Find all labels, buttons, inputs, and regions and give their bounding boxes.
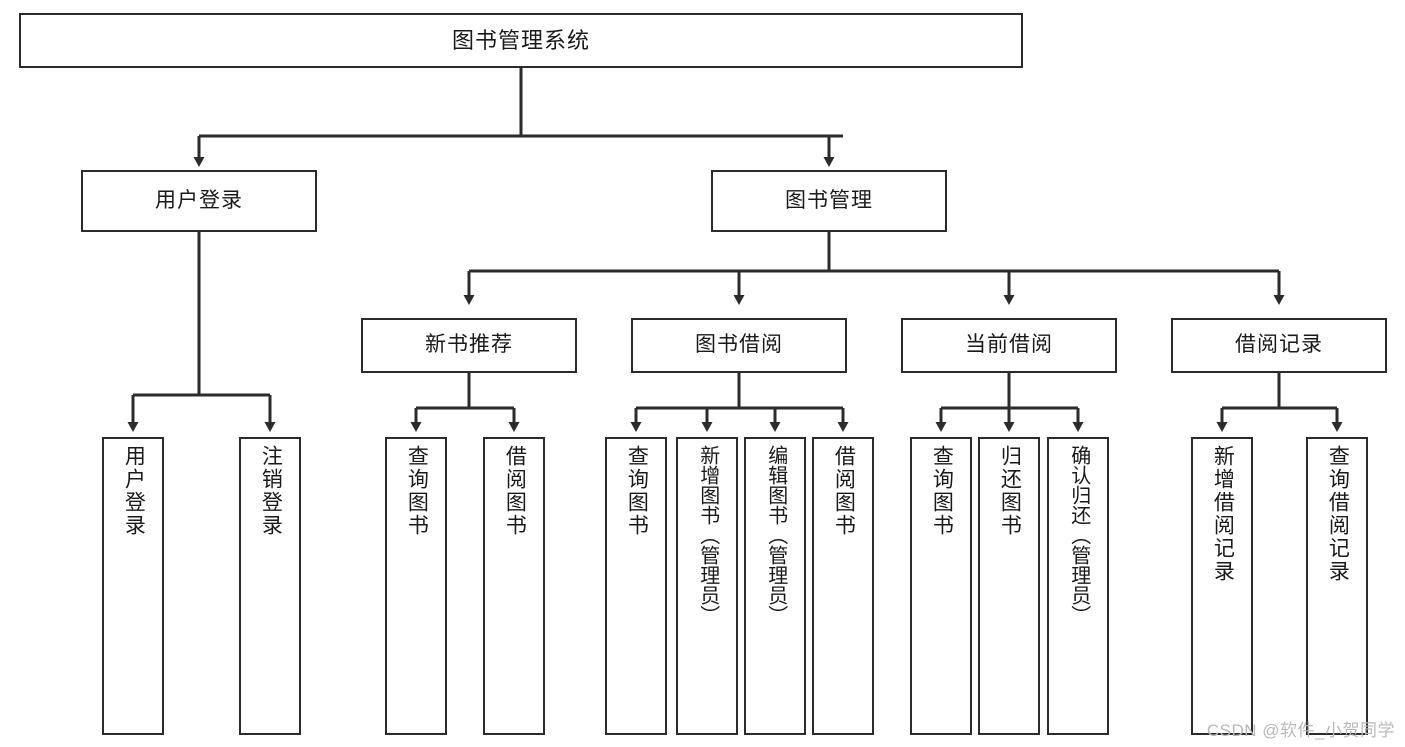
node-label: 新增图书（管理员） [696, 445, 719, 625]
node-new-book-recommendation[interactable]: 新书推荐 [361, 318, 577, 373]
node-borrow-record[interactable]: 借阅记录 [1171, 318, 1387, 373]
node-label: 查询借阅记录 [1326, 445, 1350, 583]
leaf-book-borrow-edit-book-admin[interactable]: 编辑图书（管理员） [744, 437, 806, 735]
node-root-book-management-system[interactable]: 图书管理系统 [19, 13, 1023, 68]
node-label: 归还图书 [998, 445, 1022, 537]
node-label: 图书管理 [785, 188, 873, 212]
node-current-borrow[interactable]: 当前借阅 [901, 318, 1117, 373]
node-label: 新书推荐 [425, 333, 513, 357]
leaf-new-book-query-books[interactable]: 查询图书 [385, 437, 447, 735]
node-user-login[interactable]: 用户登录 [81, 170, 317, 232]
node-label: 图书借阅 [695, 333, 783, 357]
node-label: 当前借阅 [965, 333, 1053, 357]
leaf-current-borrow-query-books[interactable]: 查询图书 [910, 437, 972, 735]
leaf-new-book-borrow-books[interactable]: 借阅图书 [483, 437, 545, 735]
node-label: 查询图书 [405, 445, 429, 537]
node-book-borrow[interactable]: 图书借阅 [631, 318, 847, 373]
leaf-book-borrow-add-book-admin[interactable]: 新增图书（管理员） [676, 437, 738, 735]
node-label: 查询图书 [930, 445, 954, 537]
node-label: 借阅记录 [1235, 333, 1323, 357]
watermark-text: CSDN @软件_小贺同学 [1206, 721, 1395, 740]
node-label: 注销登录 [259, 445, 283, 537]
leaf-book-borrow-query-books[interactable]: 查询图书 [605, 437, 667, 735]
leaf-current-borrow-confirm-return-admin[interactable]: 确认归还（管理员） [1047, 437, 1109, 735]
leaf-user-login-signin[interactable]: 用户登录 [102, 437, 164, 735]
leaf-current-borrow-return-books[interactable]: 归还图书 [978, 437, 1040, 735]
leaf-book-borrow-borrow-books[interactable]: 借阅图书 [812, 437, 874, 735]
node-label: 新增借阅记录 [1211, 445, 1235, 583]
node-label: 确认归还（管理员） [1067, 445, 1090, 625]
leaf-borrow-record-add-record[interactable]: 新增借阅记录 [1191, 437, 1253, 735]
node-label: 编辑图书（管理员） [764, 445, 787, 625]
node-label: 借阅图书 [503, 445, 527, 537]
node-label: 借阅图书 [832, 445, 856, 537]
node-label: 用户登录 [122, 445, 146, 537]
leaf-borrow-record-query-record[interactable]: 查询借阅记录 [1306, 437, 1368, 735]
node-label: 图书管理系统 [451, 27, 590, 53]
node-label: 查询图书 [625, 445, 649, 537]
node-book-management[interactable]: 图书管理 [711, 170, 947, 232]
leaf-user-login-signout[interactable]: 注销登录 [239, 437, 301, 735]
node-label: 用户登录 [155, 188, 243, 212]
